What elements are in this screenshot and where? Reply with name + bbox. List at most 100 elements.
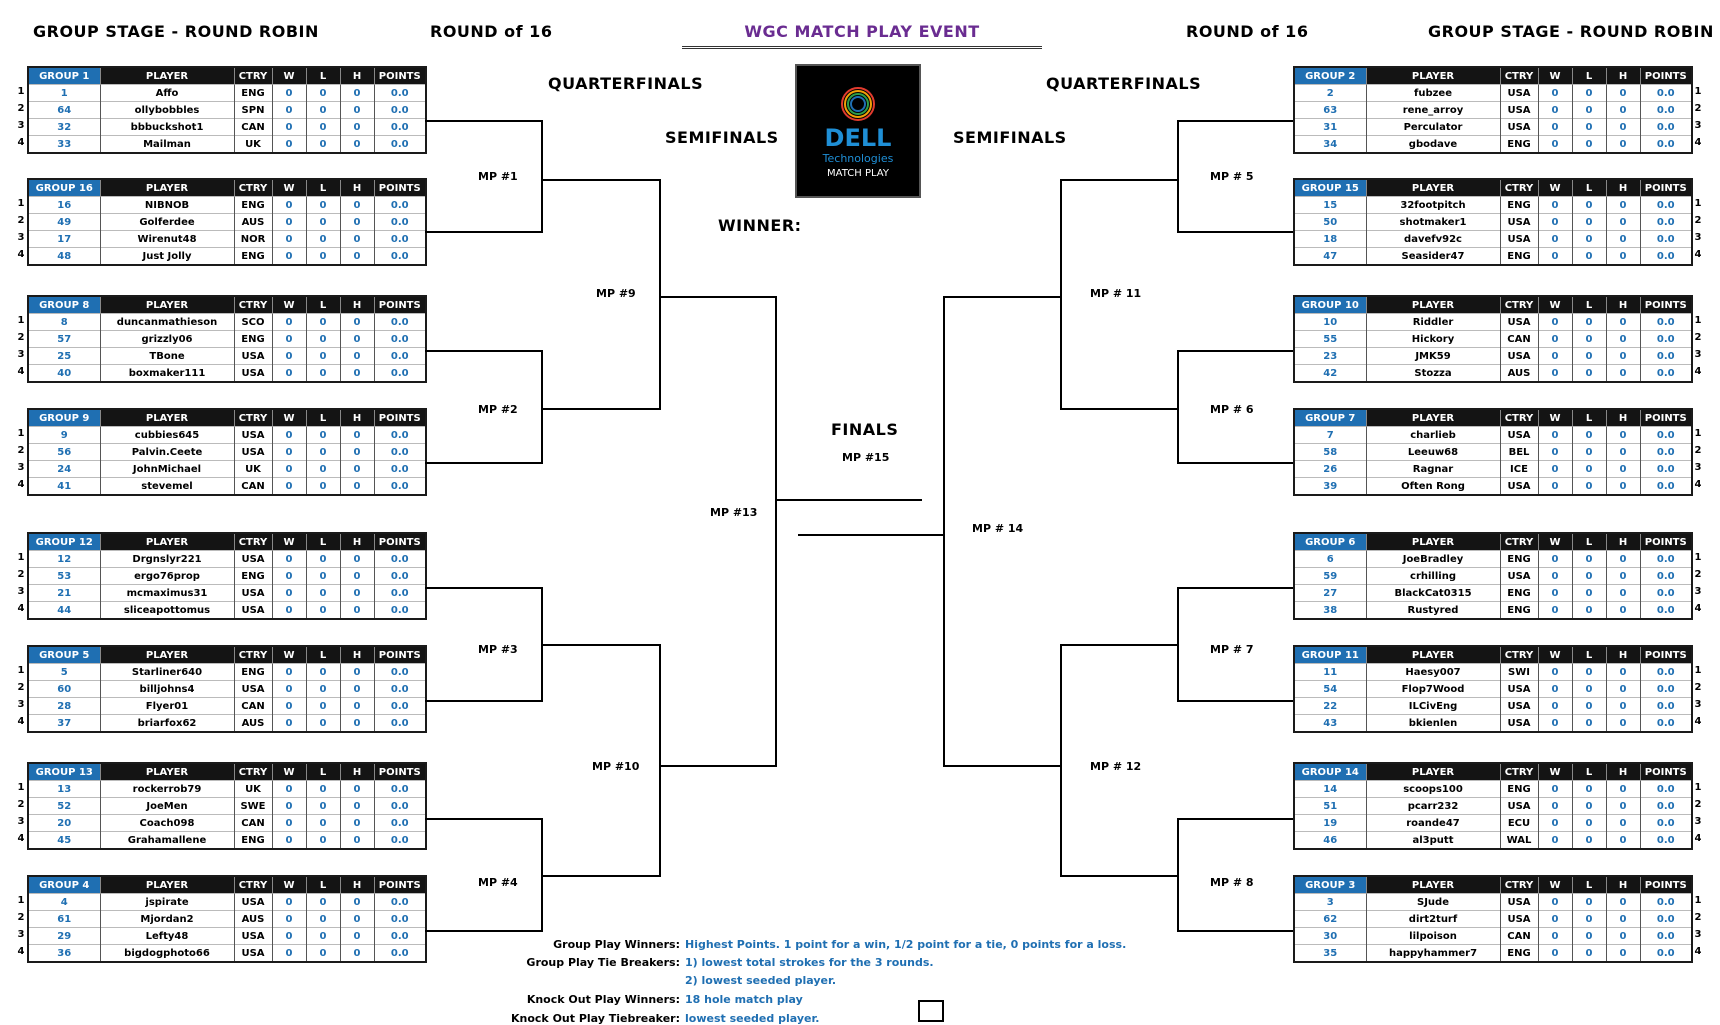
column-header: PLAYER (99, 409, 234, 427)
points-cell: 0.0 (1639, 347, 1692, 365)
wins-cell: 0 (1537, 460, 1572, 478)
row-number: 4 (1694, 249, 1702, 260)
finals-label: FINALS (831, 420, 899, 439)
row-number: 3 (17, 929, 25, 940)
halves-cell: 0 (339, 101, 374, 119)
country-cell: USA (1499, 101, 1538, 119)
wins-cell: 0 (1537, 477, 1572, 495)
wins-cell: 0 (271, 697, 306, 715)
seed-cell: 32 (27, 118, 100, 136)
column-header: POINTS (373, 67, 426, 85)
seed-cell: 40 (27, 364, 100, 382)
points-cell: 0.0 (373, 460, 426, 478)
losses-cell: 0 (1571, 101, 1606, 119)
losses-cell: 0 (1571, 330, 1606, 348)
halves-cell: 0 (339, 84, 374, 102)
column-header: L (305, 409, 340, 427)
row-number: 4 (1694, 366, 1702, 377)
seed-cell: 61 (27, 910, 100, 928)
player-cell: ollybobbles (99, 101, 234, 119)
country-cell: USA (233, 426, 272, 444)
seed-cell: 56 (27, 443, 100, 461)
bracket-line (659, 296, 775, 298)
seed-cell: 51 (1293, 797, 1366, 815)
column-header: W (271, 67, 306, 85)
column-header: POINTS (1639, 179, 1692, 197)
player-cell: stevemel (99, 477, 234, 495)
column-header: W (271, 533, 306, 551)
halves-cell: 0 (1605, 313, 1640, 331)
event-title: WGC MATCH PLAY EVENT (744, 22, 980, 41)
points-cell: 0.0 (1639, 426, 1692, 444)
player-cell: cubbies645 (99, 426, 234, 444)
halves-cell: 0 (339, 893, 374, 911)
points-cell: 0.0 (373, 347, 426, 365)
seed-cell: 14 (1293, 780, 1366, 798)
points-cell: 0.0 (1639, 697, 1692, 715)
bracket-line (798, 534, 943, 536)
seed-cell: 18 (1293, 230, 1366, 248)
group-name: GROUP 8 (27, 296, 100, 314)
row-number: 2 (17, 912, 25, 923)
bracket-line (541, 875, 659, 877)
country-cell: AUS (233, 714, 272, 732)
bracket-line (1177, 818, 1179, 932)
wins-cell: 0 (1537, 347, 1572, 365)
player-cell: grizzly06 (99, 330, 234, 348)
country-cell: USA (233, 364, 272, 382)
checkbox-icon[interactable] (918, 1000, 944, 1022)
column-header: H (1605, 67, 1640, 85)
bracket-line (425, 700, 541, 702)
bracket-line (1060, 875, 1177, 877)
halves-cell: 0 (339, 477, 374, 495)
points-cell: 0.0 (1639, 680, 1692, 698)
column-header: L (1571, 296, 1606, 314)
group-name: GROUP 2 (1293, 67, 1366, 85)
player-cell: Grahamallene (99, 831, 234, 849)
losses-cell: 0 (305, 347, 340, 365)
row-number: 2 (1694, 912, 1702, 923)
row-number: 2 (1694, 215, 1702, 226)
column-header: CTRY (233, 763, 272, 781)
halves-cell: 0 (1605, 797, 1640, 815)
column-header: L (305, 763, 340, 781)
halves-cell: 0 (1605, 118, 1640, 136)
country-cell: UK (233, 460, 272, 478)
player-cell: gbodave (1365, 135, 1500, 153)
country-cell: USA (1499, 910, 1538, 928)
group-name: GROUP 4 (27, 876, 100, 894)
seed-cell: 41 (27, 477, 100, 495)
bracket-line (775, 499, 922, 501)
row-number: 3 (1694, 929, 1702, 940)
seed-cell: 16 (27, 196, 100, 214)
seed-cell: 45 (27, 831, 100, 849)
seed-cell: 33 (27, 135, 100, 153)
seed-cell: 21 (27, 584, 100, 602)
bracket-line (1177, 231, 1293, 233)
seed-cell: 15 (1293, 196, 1366, 214)
rule-label-text: Group Play Tie Breakers: (526, 956, 680, 969)
country-cell: USA (233, 944, 272, 962)
halves-cell: 0 (1605, 584, 1640, 602)
wins-cell: 0 (271, 584, 306, 602)
seed-cell: 43 (1293, 714, 1366, 732)
player-cell: JMK59 (1365, 347, 1500, 365)
halves-cell: 0 (339, 831, 374, 849)
wins-cell: 0 (1537, 697, 1572, 715)
seed-cell: 39 (1293, 477, 1366, 495)
column-header: POINTS (1639, 409, 1692, 427)
row-number: 4 (1694, 716, 1702, 727)
country-cell: USA (233, 601, 272, 619)
points-cell: 0.0 (1639, 213, 1692, 231)
losses-cell: 0 (1571, 831, 1606, 849)
points-cell: 0.0 (373, 443, 426, 461)
column-header: CTRY (1499, 646, 1538, 664)
player-cell: Hickory (1365, 330, 1500, 348)
points-cell: 0.0 (373, 680, 426, 698)
